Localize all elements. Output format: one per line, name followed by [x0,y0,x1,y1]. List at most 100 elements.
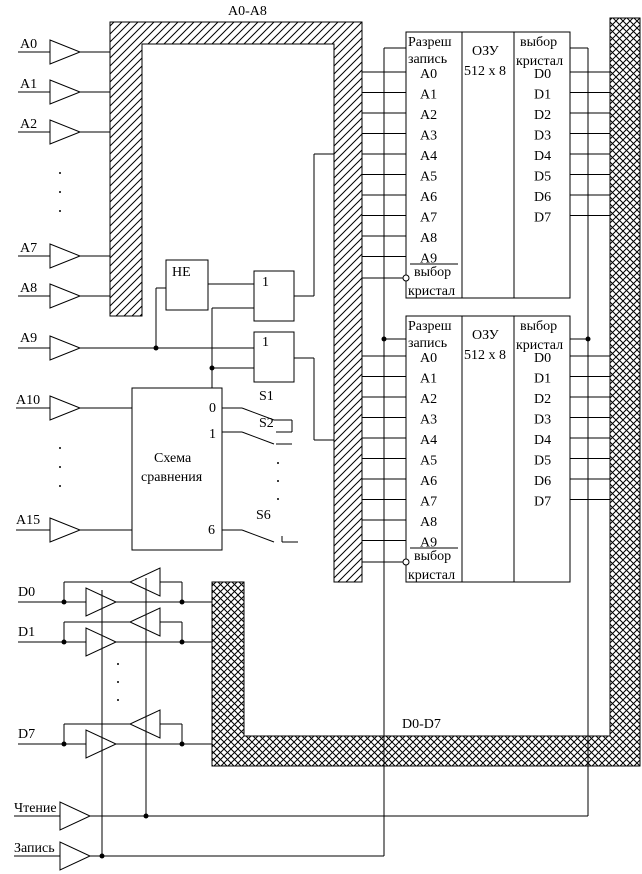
input-label-a15: A15 [16,513,40,528]
chip-select-input-label: выбор [414,265,451,280]
input-label-d1: D1 [18,625,35,640]
chip-addr-pin: A8 [420,515,437,530]
chip-addr-pin: A4 [420,433,437,448]
chip-select-logic: НЕ 1 1 [80,153,334,441]
switch-s2-label: S2 [259,416,274,431]
chip-data-pin: D5 [534,170,551,185]
buffer-left-icon [128,567,161,597]
not-gate-label: НЕ [172,265,191,280]
chip-addr-pin: A9 [420,536,437,551]
buffer-right-icon [85,627,118,657]
chip-data-pin: D0 [534,67,551,82]
chip-data-pin: D2 [534,108,551,123]
chip-write-enable-label: запись [408,52,447,67]
chip-data-pin: D7 [534,495,551,510]
comparator-line1: Схема [154,451,192,466]
buffer-icon [49,395,82,421]
chip-select-input-label: кристал [408,568,455,583]
or-gate-top [253,270,295,322]
read-label: Чтение [14,801,57,816]
buffer-icon [49,79,82,105]
input-label-a2: A2 [20,117,37,132]
buffer-icon [49,517,82,543]
bidirectional-buffer [18,709,212,759]
chip-addr-pin: A9 [420,252,437,267]
chip-addr-pin: A2 [420,392,437,407]
data-bus-label: D0-D7 [402,717,441,732]
switch-s6-label: S6 [256,508,271,523]
chip-data-pin: D0 [534,351,551,366]
switch-s1 [241,407,275,421]
input-label-a7: A7 [20,241,37,256]
buffer-icon [49,283,82,309]
comparator-out0: 0 [209,401,216,416]
chip-addr-pin: A5 [420,170,437,185]
input-label-a1: A1 [20,77,37,92]
chip-addr-pin: A6 [420,474,437,489]
chip-addr-pin: A0 [420,67,437,82]
comparator: Схема сравнения 0 1 6 S1 S2 S6 [131,387,298,551]
comparator-box [131,387,223,551]
data-bus [211,17,641,767]
buffer-right-icon [85,587,118,617]
chip-data-pin: D1 [534,372,551,387]
chip-data-pin: D4 [534,149,551,164]
write-label: Запись [14,841,55,856]
chip-data-pin: D5 [534,454,551,469]
input-label-a8: A8 [20,281,37,296]
chip-select-input-label: выбор [414,549,451,564]
switch-s2 [241,431,275,445]
chip-addr-pin: A5 [420,454,437,469]
data-buffers: D0 D1 D7 [18,567,212,759]
chip-addr-pin: A4 [420,149,437,164]
comparator-line2: сравнения [141,470,203,485]
chip-title: ОЗУ [472,44,499,59]
chip-addr-pin: A7 [420,495,437,510]
chip-data-pin: D3 [534,129,551,144]
chip-data-pin: D6 [534,190,551,205]
chip-addr-pin: A1 [420,372,437,387]
input-label-a0: A0 [20,37,37,52]
chip-data-pin: D4 [534,433,551,448]
chip-select-input-label: кристал [408,284,455,299]
chip-select-label: кристал [516,54,563,69]
chip-data-pin: D7 [534,211,551,226]
chip-addr-pin: A3 [420,413,437,428]
chip-addr-pin: A1 [420,88,437,103]
chip-addr-pin: A2 [420,108,437,123]
chip-select-label: выбор [520,35,557,50]
chip-data-pin: D6 [534,474,551,489]
ellipsis-dots [59,447,61,487]
chip-write-enable-label: Разреш [408,35,452,50]
buffer-icon [49,335,82,361]
ellipsis-dots [277,462,279,500]
chip-select-label: выбор [520,319,557,334]
or-gate-top-label: 1 [262,275,269,290]
chip-data-pin: D3 [534,413,551,428]
bidirectional-buffer [18,567,212,617]
or-gate-bottom-label: 1 [262,335,269,350]
input-label-d7: D7 [18,727,35,742]
chip-title: ОЗУ [472,328,499,343]
buffer-icon [49,243,82,269]
buffer-icon [59,801,92,831]
input-label-d0: D0 [18,585,35,600]
chip-addr-pin: A6 [420,190,437,205]
ellipsis-dots [117,663,119,701]
address-bus-label: A0-A8 [228,4,267,19]
address-bus [109,21,363,583]
chip-addr-pin: A3 [420,129,437,144]
chip-addr-pin: A8 [420,231,437,246]
chip-write-enable-label: Разреш [408,319,452,334]
comparator-out6: 6 [208,523,215,538]
chip-data-pin: D2 [534,392,551,407]
buffer-left-icon [128,709,161,739]
chip-addr-pin: A7 [420,211,437,226]
switch-s1-label: S1 [259,389,274,404]
bidirectional-buffer [18,607,212,657]
address-buffers: A0 A1 A2 A7 A8 A9 A10 [16,37,132,543]
